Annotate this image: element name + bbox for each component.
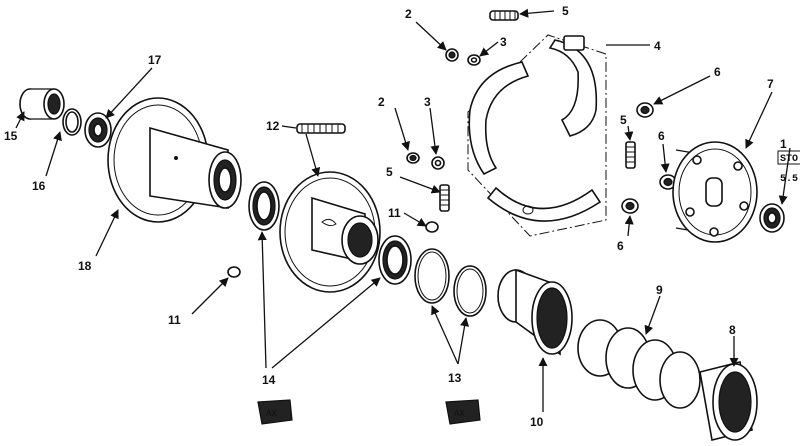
part-18-hub-flange <box>107 97 242 223</box>
callout-4: 4 <box>654 39 661 53</box>
leader-lines <box>15 8 791 412</box>
callout-6-lower: 6 <box>617 239 624 253</box>
callout-17: 17 <box>148 53 162 67</box>
callout-13: 13 <box>448 371 462 385</box>
part-5-spring-upper <box>489 10 519 21</box>
callout-6-middle: 6 <box>658 129 665 143</box>
callout-1: 1 <box>780 137 787 151</box>
callout-8: 8 <box>729 323 736 337</box>
part-6-bushing-upper <box>636 102 654 118</box>
stamp-symbol-left: AX <box>257 399 293 425</box>
callout-15: 15 <box>4 129 18 143</box>
part-7-wheel-hub <box>672 141 758 243</box>
part-9-coil-spring <box>577 319 701 409</box>
callout-labels: 1 2 2 3 3 4 5 5 5 6 6 6 7 8 9 10 11 11 1… <box>4 4 787 429</box>
part-11-bolt-lower <box>227 266 241 278</box>
part-6-bushing-lower <box>621 198 639 214</box>
callout-5-lower: 5 <box>386 165 393 179</box>
part-16-snap-ring <box>62 108 82 136</box>
callout-5-top: 5 <box>562 4 569 18</box>
part-2-nut-lower <box>406 152 420 164</box>
callout-6-upper: 6 <box>714 65 721 79</box>
callout-9: 9 <box>656 283 663 297</box>
callout-3-upper: 3 <box>500 35 507 49</box>
callout-3-lower: 3 <box>424 95 431 109</box>
part-5-spring-lower <box>439 184 450 212</box>
part-3-washer-upper <box>467 54 481 66</box>
callout-12: 12 <box>266 119 280 133</box>
part-14-oil-seal-left <box>248 181 280 231</box>
callout-7: 7 <box>767 77 774 91</box>
callout-10: 10 <box>530 415 544 429</box>
part-10-sleeve <box>497 268 573 356</box>
callout-16: 16 <box>32 179 46 193</box>
part-14-oil-seal-right <box>378 235 412 285</box>
part-11-bolt-upper <box>425 221 439 233</box>
part-1-nut <box>759 203 785 233</box>
edge-box-line-2: 5.5 <box>780 174 798 185</box>
callout-11-upper: 11 <box>388 206 401 220</box>
part-8-cup <box>699 361 758 441</box>
callout-18: 18 <box>78 259 92 273</box>
part-5-spring-right <box>625 141 636 169</box>
backing-plate-assembly <box>279 171 381 293</box>
part-2-nut-upper <box>445 48 459 62</box>
stamp-symbol-right: AX <box>445 399 481 425</box>
callout-2-lower: 2 <box>378 95 385 109</box>
part-4-brake-shoe-set <box>467 34 607 237</box>
callout-14: 14 <box>262 373 276 387</box>
part-13-o-ring-right <box>453 265 487 317</box>
part-15-bearing-race <box>19 88 65 120</box>
part-12-spring <box>296 123 346 134</box>
part-13-o-ring-left <box>414 248 450 304</box>
part-3-washer-lower <box>431 156 445 170</box>
stamp-text-right: AX <box>454 409 465 419</box>
callout-11-lower: 11 <box>168 313 181 327</box>
part-17-bearing <box>84 112 112 148</box>
callout-2-upper: 2 <box>405 7 412 21</box>
callout-5-right: 5 <box>620 113 627 127</box>
stamp-text-left: AX <box>266 409 277 419</box>
